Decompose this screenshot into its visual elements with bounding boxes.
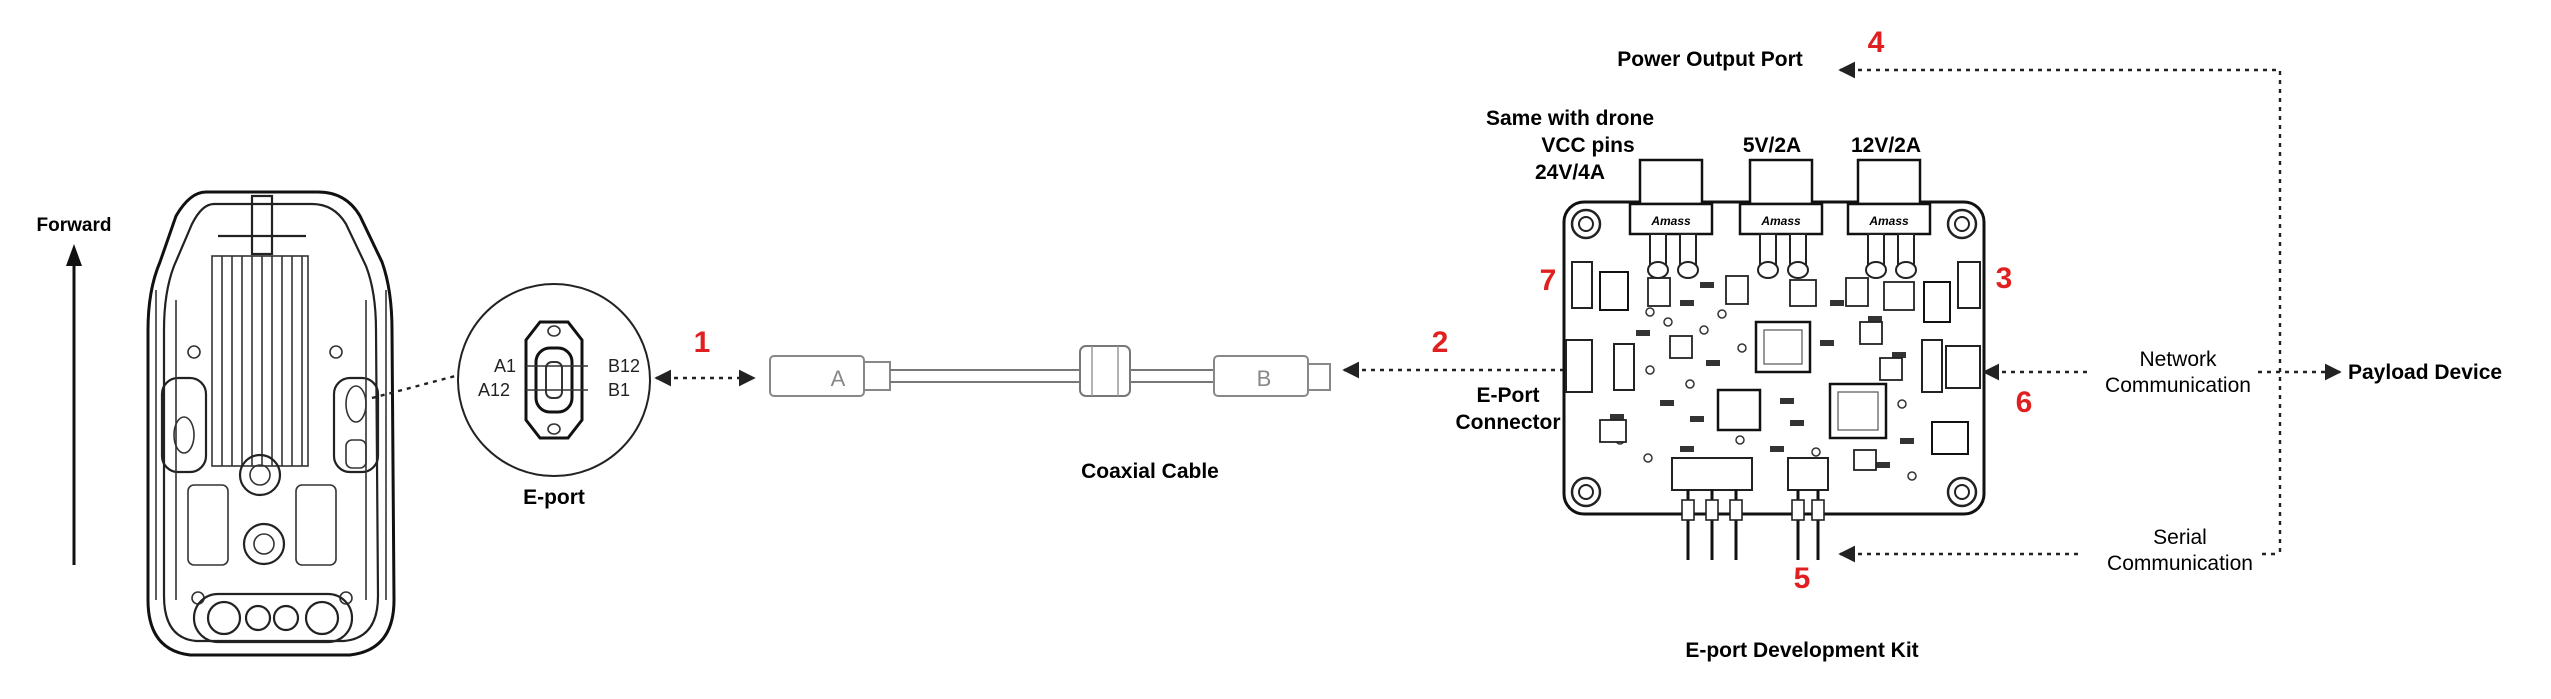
power-connector-12v xyxy=(1846,158,1932,279)
pin-a12-label: A12 xyxy=(478,380,510,400)
callout-1: 1 xyxy=(694,326,711,359)
power-connector-vcc xyxy=(1628,158,1714,279)
eport-label: E-port xyxy=(523,486,585,509)
vcc-port-label-line1: Same with drone xyxy=(1486,107,1654,130)
callout-4: 4 xyxy=(1868,26,1885,59)
network-communication-line2: Communication xyxy=(2105,374,2251,397)
power-connector-5v xyxy=(1738,158,1824,279)
vcc-port-label-line2: VCC pins xyxy=(1541,134,1634,157)
port-12v-label: 12V/2A xyxy=(1851,134,1921,157)
callout-2: 2 xyxy=(1432,326,1449,359)
coaxial-cable-label: Coaxial Cable xyxy=(1081,460,1219,483)
forward-label: Forward xyxy=(37,215,112,236)
network-communication-line1: Network xyxy=(2139,348,2217,371)
connector-brand-5v: Amass xyxy=(1760,214,1801,228)
callout-3: 3 xyxy=(1996,262,2013,295)
eport-connector-label-line2: Connector xyxy=(1456,411,1561,434)
drone-body xyxy=(146,190,396,657)
serial-communication-line1: Serial xyxy=(2153,526,2207,549)
connector-brand-vcc: Amass xyxy=(1650,214,1691,228)
serial-communication-line2: Communication xyxy=(2107,552,2253,575)
coaxial-cable xyxy=(769,345,1331,397)
callout-6: 6 xyxy=(2016,386,2033,419)
cable-end-a-label: A xyxy=(831,366,846,391)
pin-b1-label: B1 xyxy=(608,380,630,400)
callout-7: 7 xyxy=(1540,264,1557,297)
kit-title: E-port Development Kit xyxy=(1685,639,1918,662)
pin-b12-label: B12 xyxy=(608,356,640,376)
port-5v-label: 5V/2A xyxy=(1743,134,1801,157)
eport-connector-label-line1: E-Port xyxy=(1477,384,1540,407)
forward-arrow xyxy=(66,244,82,565)
eport-magnified-view xyxy=(457,283,651,477)
power-output-port-label: Power Output Port xyxy=(1617,48,1803,71)
connector-brand-12v: Amass xyxy=(1868,214,1909,228)
cable-end-b-label: B xyxy=(1257,366,1272,391)
payload-connection-lines xyxy=(1838,61,2342,563)
vcc-port-label-line3: 24V/4A xyxy=(1535,161,1605,184)
pin-a1-label: A1 xyxy=(494,356,516,376)
payload-device-label: Payload Device xyxy=(2348,361,2502,384)
development-kit-board xyxy=(1562,200,1986,560)
callout-5: 5 xyxy=(1794,562,1811,595)
